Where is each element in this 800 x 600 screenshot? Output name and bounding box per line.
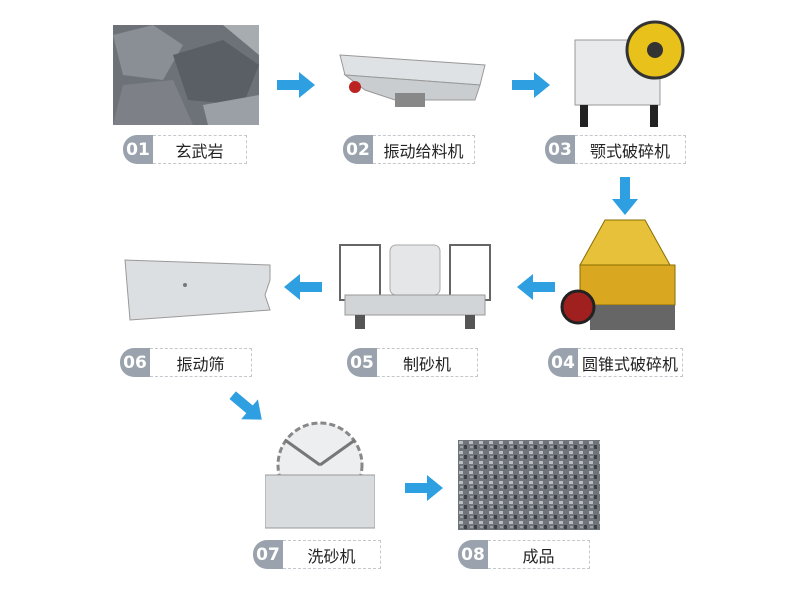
arrow-left-icon bbox=[517, 274, 555, 300]
arrow-left-icon bbox=[284, 274, 322, 300]
arrow-right-icon bbox=[512, 72, 550, 98]
vibrating-screen-photo bbox=[124, 259, 271, 321]
basalt-rock-photo bbox=[113, 25, 259, 125]
arrow-right-icon bbox=[277, 72, 315, 98]
cone-crusher-photo bbox=[560, 219, 676, 330]
vibrating-feeder-photo bbox=[339, 54, 486, 107]
jaw-crusher-photo bbox=[574, 20, 685, 127]
arrow-down-right-icon bbox=[229, 391, 262, 420]
finished-gravel-photo bbox=[458, 440, 600, 530]
sand-making-machine-photo bbox=[339, 244, 491, 329]
sand-washer-photo bbox=[265, 421, 375, 529]
arrow-down-icon bbox=[612, 177, 638, 215]
arrow-right-icon bbox=[405, 475, 443, 501]
